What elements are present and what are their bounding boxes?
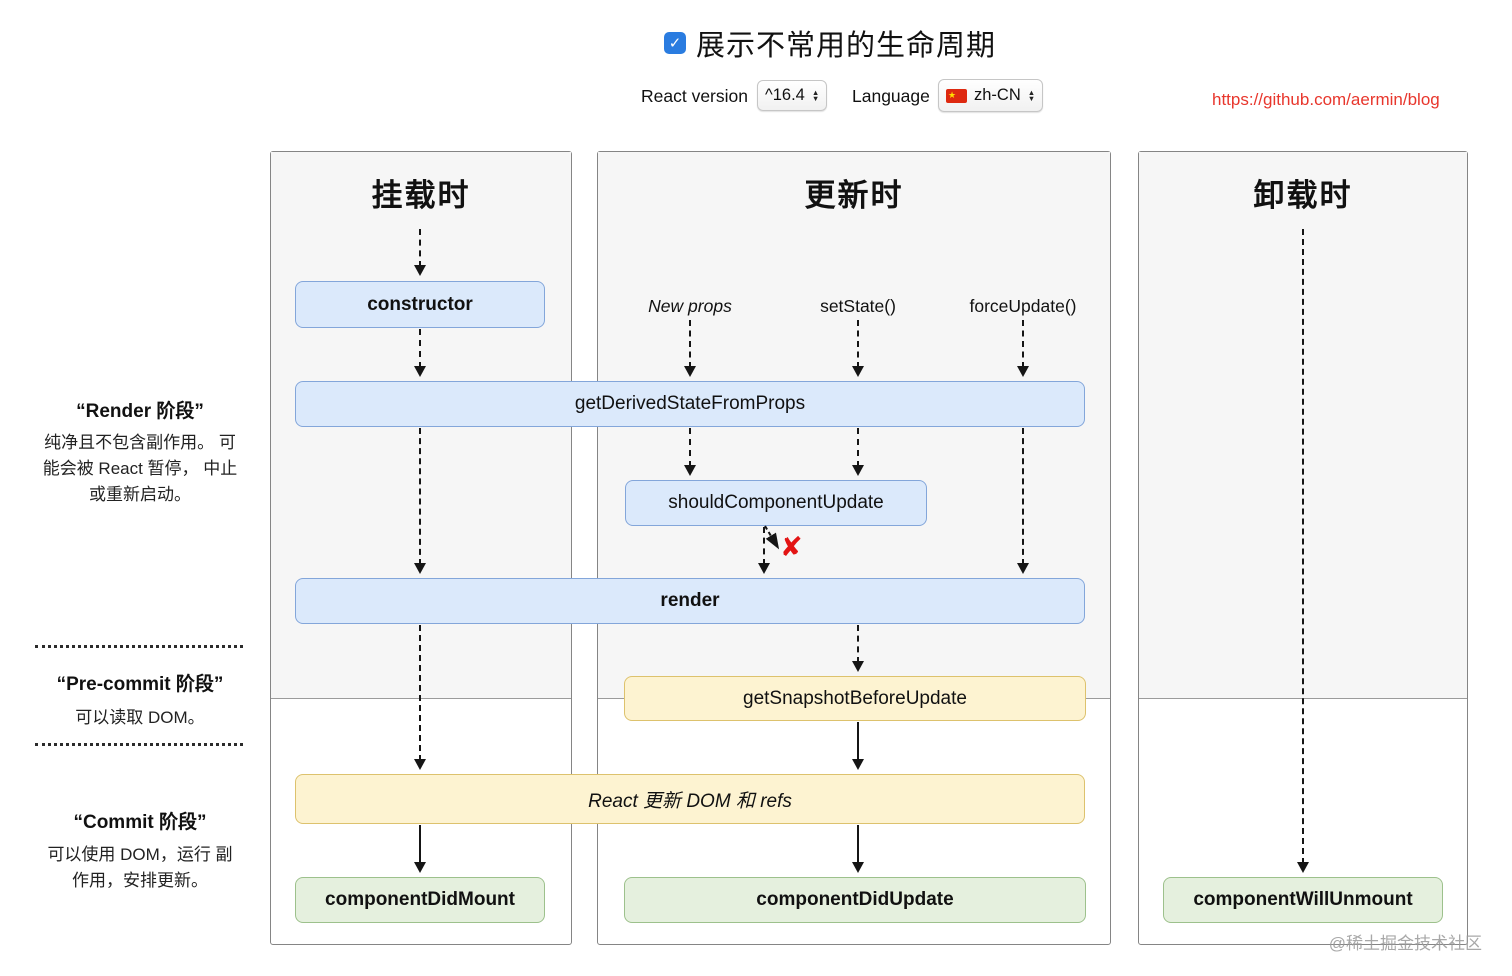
render-box[interactable]: render	[295, 578, 1085, 624]
flow-arrow	[419, 625, 421, 761]
react-version-select[interactable]: ^16.4 ▲▼	[757, 80, 828, 111]
arrowhead-icon	[852, 661, 864, 672]
arrowhead-icon	[852, 862, 864, 873]
skip-update-arrow	[764, 525, 780, 550]
select-spinner-icon: ▲▼	[1027, 87, 1036, 103]
forceupdate-label: forceUpdate()	[969, 296, 1077, 316]
arrowhead-icon	[852, 366, 864, 377]
arrowhead-icon	[684, 366, 696, 377]
updating-column: 更新时	[597, 151, 1111, 945]
new-props-label: New props	[648, 296, 732, 316]
page-title: 展示不常用的生命周期	[696, 30, 997, 62]
react-version-value: ^16.4	[765, 86, 805, 104]
cancel-update-icon: ✘	[780, 532, 803, 562]
pre-commit-phase-title: “Pre-commit 阶段”	[56, 674, 224, 695]
arrowhead-icon	[414, 563, 426, 574]
render-phase-description: 纯净且不包含副作用。 可能会被 React 暂停， 中止或重新启动。	[42, 433, 238, 504]
component-will-unmount-box[interactable]: componentWillUnmount	[1163, 877, 1443, 923]
select-spinner-icon: ▲▼	[811, 87, 820, 103]
flow-arrow	[419, 825, 421, 864]
arrowhead-icon	[684, 465, 696, 476]
arrowhead-icon	[414, 366, 426, 377]
updating-column-title: 更新时	[804, 178, 904, 213]
arrowhead-icon	[414, 265, 426, 276]
arrowhead-icon	[414, 862, 426, 873]
arrowhead-icon	[852, 465, 864, 476]
render-phase-title: “Render 阶段”	[76, 401, 204, 422]
flow-arrow	[1022, 428, 1024, 565]
commit-phase-title: “Commit 阶段”	[73, 812, 207, 833]
component-did-mount-box[interactable]: componentDidMount	[295, 877, 545, 923]
get-derived-state-from-props-box[interactable]: getDerivedStateFromProps	[295, 381, 1085, 427]
flow-arrow	[1302, 229, 1304, 864]
react-updates-dom-box: React 更新 DOM 和 refs	[295, 774, 1085, 824]
flow-arrow	[857, 825, 859, 864]
arrowhead-icon	[1297, 862, 1309, 873]
commit-phase-description: 可以使用 DOM，运行 副作用，安排更新。	[47, 845, 233, 890]
flow-arrow	[419, 229, 421, 267]
flow-arrow	[857, 722, 859, 761]
checkmark-icon: ✓	[668, 35, 682, 52]
mounting-column-title: 挂载时	[371, 178, 471, 213]
language-select[interactable]: ★ zh-CN ▲▼	[938, 79, 1044, 112]
pre-commit-phase-description: 可以读取 DOM。	[75, 708, 205, 727]
react-version-label: React version	[641, 86, 748, 106]
flow-arrow	[419, 428, 421, 565]
arrowhead-icon	[414, 759, 426, 770]
constructor-box[interactable]: constructor	[295, 281, 545, 328]
flow-arrow	[1022, 320, 1024, 368]
language-label: Language	[852, 86, 930, 106]
phase-divider	[35, 645, 243, 648]
component-did-update-box[interactable]: componentDidUpdate	[624, 877, 1086, 923]
flow-arrow	[857, 428, 859, 467]
arrowhead-icon	[758, 563, 770, 574]
title-row: ✓ 展示不常用的生命周期	[664, 22, 996, 64]
show-uncommon-lifecycles-checkbox[interactable]: ✓	[664, 32, 686, 54]
language-value: zh-CN	[974, 86, 1021, 104]
arrowhead-icon	[1017, 563, 1029, 574]
setstate-label: setState()	[820, 296, 896, 316]
phase-divider	[35, 743, 243, 746]
should-component-update-box[interactable]: shouldComponentUpdate	[625, 480, 927, 526]
cn-flag-icon: ★	[946, 88, 967, 103]
flow-arrow	[763, 527, 765, 565]
flow-arrow	[689, 320, 691, 368]
flow-arrow	[419, 329, 421, 368]
github-blog-link[interactable]: https://github.com/aermin/blog	[1212, 90, 1440, 109]
flow-arrow	[857, 320, 859, 368]
get-snapshot-before-update-box[interactable]: getSnapshotBeforeUpdate	[624, 676, 1086, 721]
arrowhead-icon	[852, 759, 864, 770]
flow-arrow	[857, 625, 859, 663]
flow-arrow	[689, 428, 691, 467]
watermark: @稀土掘金技术社区	[1328, 934, 1482, 953]
arrowhead-icon	[1017, 366, 1029, 377]
unmounting-column-title: 卸载时	[1253, 178, 1353, 213]
